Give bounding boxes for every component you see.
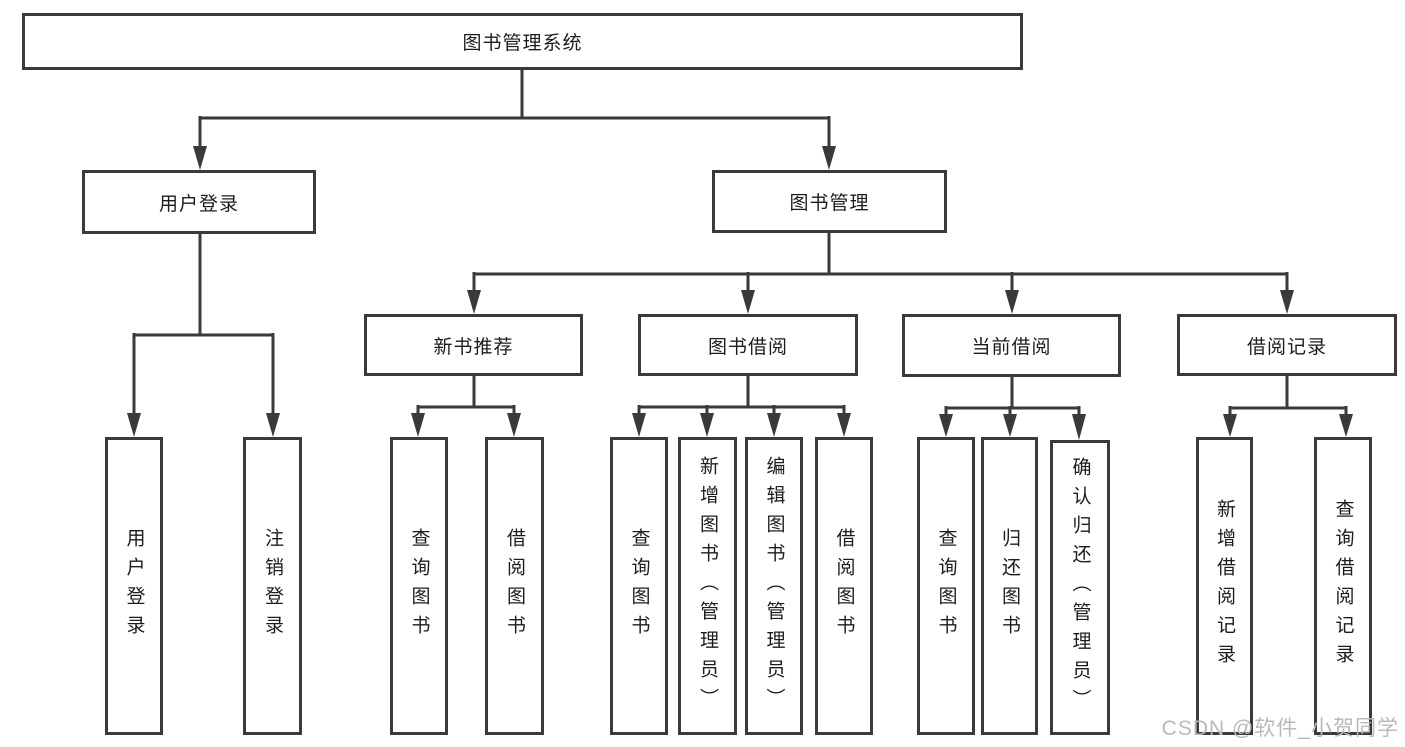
node-label: 用户登录 bbox=[158, 193, 239, 215]
leaf-label: 查询图书 bbox=[935, 528, 957, 644]
leaf-label: 查询图书 bbox=[408, 528, 430, 644]
leaf-label: 新增借阅记录 bbox=[1214, 499, 1235, 673]
leaf-label: 查询图书 bbox=[628, 528, 650, 644]
node-book-borrow: 图书借阅 bbox=[638, 314, 858, 376]
leaf-node-add-book-admin: 新增图书（管理员） bbox=[678, 437, 737, 735]
leaf-label: 借阅图书 bbox=[504, 528, 525, 644]
node-label: 借阅记录 bbox=[1246, 336, 1327, 358]
leaf-node-logout: 注销登录 bbox=[243, 437, 302, 735]
leaf-label: 新增图书（管理员） bbox=[697, 455, 718, 717]
node-new-book-recommend: 新书推荐 bbox=[364, 314, 583, 376]
leaf-label: 查询借阅记录 bbox=[1332, 499, 1354, 673]
leaf-node-user-login: 用户登录 bbox=[105, 437, 163, 735]
leaf-node-confirm-return-admin: 确认归还（管理员） bbox=[1050, 440, 1110, 735]
leaf-label: 编辑图书（管理员） bbox=[763, 455, 785, 717]
leaf-node-return-book: 归还图书 bbox=[981, 437, 1038, 735]
leaf-label: 注销登录 bbox=[262, 528, 283, 644]
leaf-node-query-borrow-record: 查询借阅记录 bbox=[1314, 437, 1372, 735]
node-label: 当前借阅 bbox=[971, 337, 1052, 358]
node-label: 图书管理系统 bbox=[462, 33, 583, 54]
leaf-node-add-borrow-record: 新增借阅记录 bbox=[1196, 437, 1253, 735]
leaf-node-borrow-books-1: 借阅图书 bbox=[485, 437, 544, 735]
leaf-label: 确认归还（管理员） bbox=[1069, 457, 1091, 718]
leaf-node-query-books-3: 查询图书 bbox=[917, 437, 975, 735]
node-label: 图书管理 bbox=[789, 193, 870, 214]
leaf-label: 借阅图书 bbox=[833, 528, 855, 644]
leaf-label: 归还图书 bbox=[999, 528, 1020, 644]
node-label: 图书借阅 bbox=[707, 336, 788, 358]
leaf-label: 用户登录 bbox=[123, 528, 145, 644]
node-root: 图书管理系统 bbox=[22, 13, 1023, 70]
node-user-login: 用户登录 bbox=[82, 170, 316, 234]
node-label: 新书推荐 bbox=[433, 336, 514, 358]
leaf-node-borrow-books-2: 借阅图书 bbox=[815, 437, 873, 735]
node-current-borrow: 当前借阅 bbox=[902, 314, 1121, 377]
node-borrow-records: 借阅记录 bbox=[1177, 314, 1397, 376]
leaf-node-query-books-1: 查询图书 bbox=[390, 437, 448, 735]
leaf-node-query-books-2: 查询图书 bbox=[610, 437, 668, 735]
node-book-management: 图书管理 bbox=[712, 170, 947, 233]
leaf-node-edit-book-admin: 编辑图书（管理员） bbox=[745, 437, 803, 735]
